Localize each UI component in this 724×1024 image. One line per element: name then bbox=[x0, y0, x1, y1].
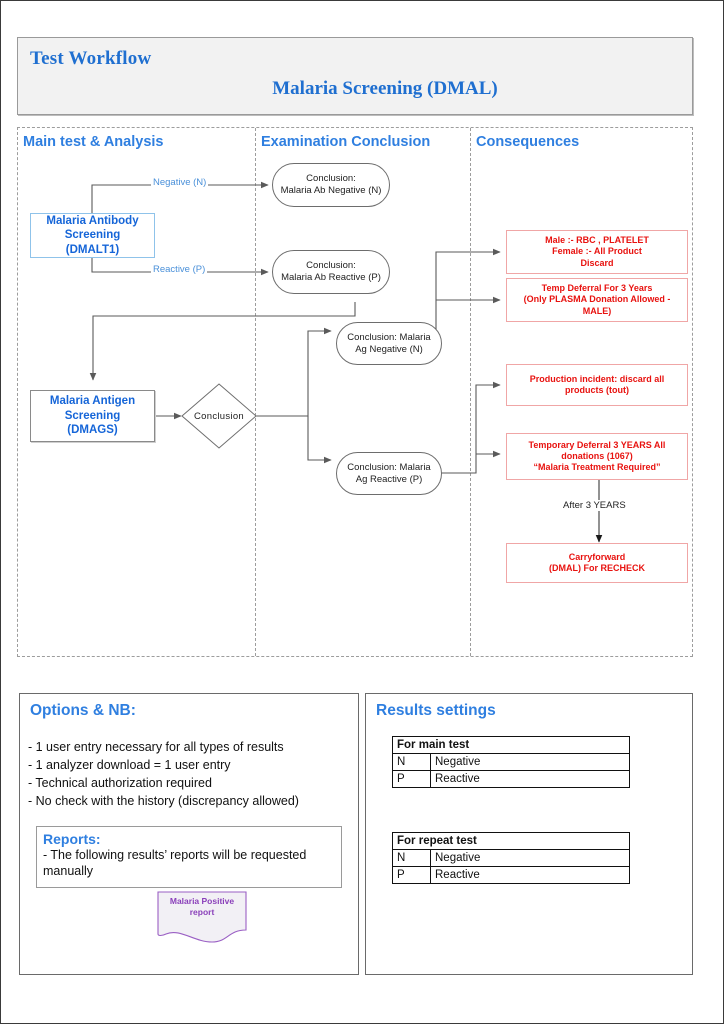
results-settings-panel: Results settings For main test N Negativ… bbox=[365, 693, 693, 975]
node-label: Conclusion: Malaria Ag Negative (N) bbox=[347, 331, 431, 355]
node-malaria-antibody-screening[interactable]: Malaria Antibody Screening (DMALT1) bbox=[30, 213, 155, 258]
workflow-diagram: Main test & Analysis Examination Conclus… bbox=[17, 127, 693, 657]
table-header-repeat-test: For repeat test bbox=[392, 832, 630, 850]
node-label: Male :- RBC , PLATELET Female :- All Pro… bbox=[545, 235, 649, 268]
node-consequence-temp-deferral-3-years[interactable]: Temp Deferral For 3 Years (Only PLASMA D… bbox=[506, 278, 688, 322]
table-row: For repeat test bbox=[392, 832, 630, 850]
node-label: Conclusion: Malaria Ag Reactive (P) bbox=[347, 461, 431, 485]
malaria-positive-report-document[interactable] bbox=[156, 890, 248, 944]
document-shape-icon bbox=[157, 891, 247, 943]
column-header-examination-conclusion: Examination Conclusion bbox=[261, 134, 431, 150]
list-item: - 1 user entry necessary for all types o… bbox=[28, 740, 284, 754]
table-row: For main test bbox=[392, 736, 630, 754]
result-code: P bbox=[392, 770, 431, 788]
node-consequence-carryforward[interactable]: Carryforward (DMAL) For RECHECK bbox=[506, 543, 688, 583]
table-row: P Reactive bbox=[392, 866, 630, 884]
node-consequence-production-incident[interactable]: Production incident: discard all product… bbox=[506, 364, 688, 406]
column-divider-1 bbox=[255, 128, 256, 656]
node-label: Malaria Antibody Screening (DMALT1) bbox=[46, 214, 139, 256]
options-list: - 1 user entry necessary for all types o… bbox=[28, 738, 353, 811]
page-subtitle: Malaria Screening (DMAL) bbox=[272, 78, 498, 99]
table-row: P Reactive bbox=[392, 770, 630, 788]
list-item: - Technical authorization required bbox=[28, 776, 212, 791]
results-heading: Results settings bbox=[376, 702, 496, 719]
options-panel: Options & NB: - 1 user entry necessary f… bbox=[19, 693, 359, 975]
node-conclusion-decision[interactable]: Conclusion bbox=[181, 383, 257, 449]
reports-box: Reports: - The following results’ report… bbox=[36, 826, 342, 888]
table-row: N Negative bbox=[392, 849, 630, 867]
page-title: Test Workflow bbox=[30, 48, 152, 69]
result-meaning: Negative bbox=[430, 753, 630, 771]
node-label: Temporary Deferral 3 YEARS All donations… bbox=[528, 439, 666, 473]
title-banner: Test Workflow Malaria Screening (DMAL) bbox=[17, 37, 693, 115]
diamond-shape bbox=[181, 383, 257, 449]
node-conclusion-ag-negative[interactable]: Conclusion: Malaria Ag Negative (N) bbox=[336, 322, 442, 365]
edge-label-negative: Negative (N) bbox=[151, 177, 209, 188]
node-label: Conclusion: Malaria Ab Negative (N) bbox=[280, 173, 382, 196]
column-header-main-test: Main test & Analysis bbox=[23, 134, 164, 150]
results-table-main-test: For main test N Negative P Reactive bbox=[392, 736, 630, 788]
node-label: Malaria Antigen Screening (DMAGS) bbox=[49, 395, 136, 437]
list-item: - 1 analyzer download = 1 user entry bbox=[28, 758, 231, 773]
table-header-main-test: For main test bbox=[392, 736, 630, 754]
column-divider-2 bbox=[470, 128, 471, 656]
options-heading: Options & NB: bbox=[30, 702, 136, 719]
result-code: N bbox=[392, 753, 431, 771]
table-row: N Negative bbox=[392, 753, 630, 771]
result-code: N bbox=[392, 849, 431, 867]
result-code: P bbox=[392, 866, 431, 884]
reports-text: - The following results’ reports will be… bbox=[43, 848, 307, 878]
result-meaning: Reactive bbox=[430, 866, 630, 884]
node-conclusion-ab-negative[interactable]: Conclusion: Malaria Ab Negative (N) bbox=[272, 163, 390, 207]
node-conclusion-ab-reactive[interactable]: Conclusion: Malaria Ab Reactive (P) bbox=[272, 250, 390, 294]
node-consequence-discard[interactable]: Male :- RBC , PLATELET Female :- All Pro… bbox=[506, 230, 688, 274]
node-label: Carryforward (DMAL) For RECHECK bbox=[549, 551, 645, 573]
malaria-positive-report-label: Malaria Positive report bbox=[169, 896, 235, 918]
edge-label-after-3-years: After 3 YEARS bbox=[561, 500, 628, 511]
edge-label-reactive: Reactive (P) bbox=[151, 264, 208, 275]
node-label: Temp Deferral For 3 Years (Only PLASMA D… bbox=[523, 283, 671, 316]
column-header-consequences: Consequences bbox=[476, 134, 580, 150]
list-item: - No check with the history (discrepancy… bbox=[28, 794, 299, 809]
node-label: Conclusion bbox=[194, 410, 244, 422]
reports-heading: Reports: bbox=[43, 831, 101, 847]
node-malaria-antigen-screening[interactable]: Malaria Antigen Screening (DMAGS) bbox=[30, 390, 155, 442]
node-label: Production incident: discard all product… bbox=[529, 373, 665, 395]
node-consequence-temporary-deferral-1067[interactable]: Temporary Deferral 3 YEARS All donations… bbox=[506, 433, 688, 480]
results-table-repeat-test: For repeat test N Negative P Reactive bbox=[392, 832, 630, 884]
node-conclusion-ag-reactive[interactable]: Conclusion: Malaria Ag Reactive (P) bbox=[336, 452, 442, 495]
node-label: Conclusion: Malaria Ab Reactive (P) bbox=[281, 260, 381, 283]
result-meaning: Reactive bbox=[430, 770, 630, 788]
result-meaning: Negative bbox=[430, 849, 630, 867]
